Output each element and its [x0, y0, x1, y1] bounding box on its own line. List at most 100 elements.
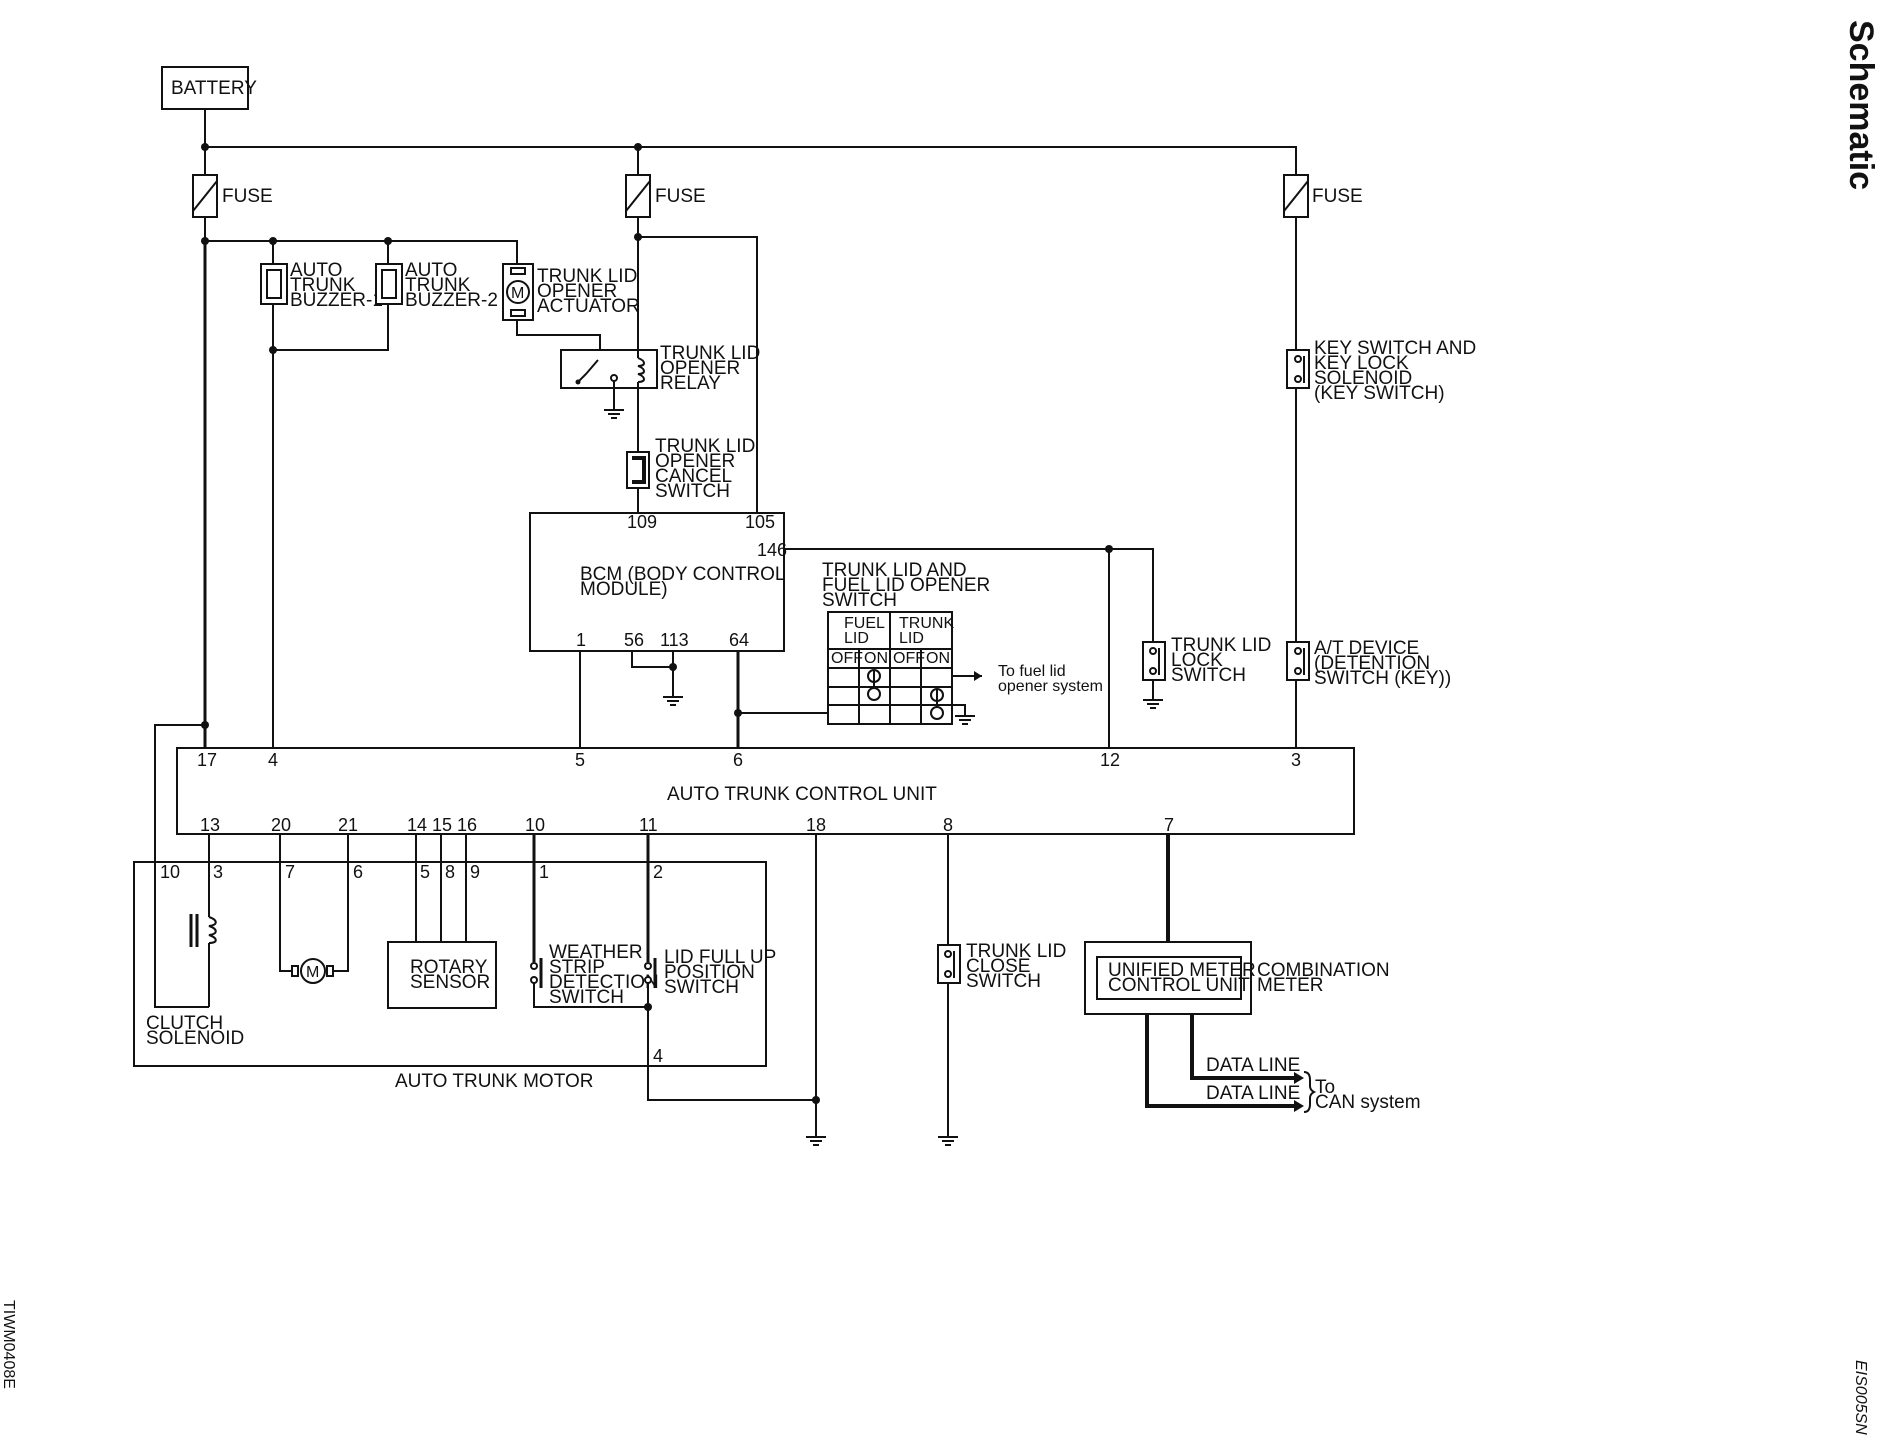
bcm-pin-64: 64	[729, 630, 749, 650]
left-bus	[203, 240, 601, 748]
meter-unit-box	[1096, 956, 1242, 1000]
fuse-2	[625, 174, 651, 218]
motor-box	[133, 861, 767, 1067]
cu-pin-21: 21	[338, 815, 358, 835]
svg-text:M: M	[306, 964, 319, 981]
fuse-1	[192, 174, 218, 218]
cu-pin-16: 16	[457, 815, 477, 835]
clutch-label: CLUTCH SOLENOID	[146, 1013, 244, 1049]
lid-full-up-label: LID FULL UP POSITION SWITCH	[664, 947, 781, 998]
motor-pin-8: 8	[445, 862, 455, 882]
key-switch-icon	[1286, 349, 1310, 389]
fuse-3-label: FUSE	[1312, 186, 1363, 207]
cu-pin-13: 13	[200, 815, 220, 835]
bcm-pin-105: 105	[745, 512, 775, 532]
cu-pin-7: 7	[1164, 815, 1174, 835]
cu-pin-8: 8	[943, 815, 953, 835]
opener-state-off-2: OFF	[893, 650, 925, 667]
meter-label: COMBINATION METER	[1257, 960, 1395, 996]
motor-pin-2: 2	[653, 862, 663, 882]
cu-pin-12: 12	[1100, 750, 1120, 770]
cu-pin-5: 5	[575, 750, 585, 770]
cu-pin-3: 3	[1291, 750, 1301, 770]
motor-pin-10: 10	[160, 862, 180, 882]
cancel-switch-label: TRUNK LID OPENER CANCEL SWITCH	[655, 436, 761, 502]
bcm-pin-109: 109	[627, 512, 657, 532]
motor-pin-5: 5	[420, 862, 430, 882]
cancel-switch-icon	[626, 451, 650, 489]
motor-pin-1: 1	[539, 862, 549, 882]
motor-pin-6: 6	[353, 862, 363, 882]
motor-pin-9: 9	[470, 862, 480, 882]
buzzer-1-label: AUTO TRUNK BUZZER-1	[290, 260, 383, 311]
motor-pin-4: 4	[653, 1046, 663, 1066]
opener-switch-table	[827, 611, 982, 725]
actuator-motor-icon: M	[502, 263, 534, 321]
data-line-2: DATA LINE	[1206, 1083, 1300, 1104]
opener-switch-title: TRUNK LID AND FUEL LID OPENER SWITCH	[822, 560, 996, 611]
lock-switch-label: TRUNK LID LOCK SWITCH	[1171, 635, 1277, 686]
svg-text:M: M	[511, 285, 524, 302]
rotary-sensor-box	[387, 941, 497, 1009]
bcm-box	[529, 512, 785, 652]
relay-icon	[560, 349, 658, 419]
clutch-solenoid-icon	[189, 914, 217, 947]
buzzer-2-icon	[375, 263, 403, 305]
cu-pin-10: 10	[525, 815, 545, 835]
lock-switch-icon	[1142, 641, 1166, 709]
bcm-pin-113: 113	[660, 630, 689, 650]
motor-pin-3: 3	[213, 862, 223, 882]
cu-pin-6: 6	[733, 750, 743, 770]
bcm-label: BCM (BODY CONTROL MODULE)	[580, 564, 790, 600]
at-device-label: A/T DEVICE (DETENTION SWITCH (KEY))	[1314, 638, 1451, 689]
to-can-label: To CAN system	[1315, 1077, 1421, 1113]
relay-label: TRUNK LID OPENER RELAY	[660, 343, 766, 394]
control-unit-label: AUTO TRUNK CONTROL UNIT	[667, 784, 937, 805]
data-lines	[1145, 1014, 1317, 1113]
cu-pin-18: 18	[806, 815, 826, 835]
cu-pin-11: 11	[639, 815, 658, 835]
power-wires	[204, 109, 1297, 350]
control-unit-box	[176, 747, 1355, 835]
bcm-wires	[579, 548, 1154, 748]
opener-col-fuel: FUEL LID	[844, 615, 889, 647]
motor-wires	[208, 834, 958, 1146]
battery-label: BATTERY	[171, 78, 257, 99]
bcm-pin-146: 146	[757, 540, 787, 560]
actuator-label: TRUNK LID OPENER ACTUATOR	[537, 266, 643, 317]
data-line-1: DATA LINE	[1206, 1055, 1300, 1076]
bcm-pin-1: 1	[576, 630, 586, 650]
fuse-2-label: FUSE	[655, 186, 706, 207]
key-switch-label: KEY SWITCH AND KEY LOCK SOLENOID (KEY SW…	[1314, 338, 1482, 404]
close-switch-icon	[937, 944, 961, 984]
opener-note: To fuel lid opener system	[998, 663, 1103, 695]
close-switch-label: TRUNK LID CLOSE SWITCH	[966, 941, 1072, 992]
motor-label: AUTO TRUNK MOTOR	[395, 1071, 593, 1092]
weather-switch-label: WEATHER STRIP DETECTION SWITCH	[549, 942, 664, 1008]
fuse-1-label: FUSE	[222, 186, 273, 207]
cu-pin-15: 15	[432, 815, 452, 835]
motor-pin-7: 7	[285, 862, 295, 882]
side-code-right: EIS005SN	[1852, 1360, 1869, 1435]
fuse-3	[1283, 174, 1309, 218]
cu-pin-14: 14	[407, 815, 427, 835]
buzzer-1-icon	[260, 263, 288, 305]
motor-icon: M	[291, 958, 334, 984]
lid-full-up-switch-icon	[644, 958, 657, 988]
cu-pin-20: 20	[271, 815, 291, 835]
opener-state-off-1: OFF	[831, 650, 863, 667]
rotary-sensor-label: ROTARY SENSOR	[410, 957, 492, 993]
meter-unit-label: UNIFIED METER CONTROL UNIT	[1108, 960, 1261, 996]
side-code-left: TIWM0408E	[0, 1300, 17, 1389]
battery-box	[161, 66, 249, 110]
buzzer-2-label: AUTO TRUNK BUZZER-2	[405, 260, 498, 311]
weather-switch-icon	[530, 958, 543, 988]
bcm-pin-56: 56	[624, 630, 644, 650]
opener-col-trunk: TRUNK LID	[899, 615, 959, 647]
cu-pin-4: 4	[268, 750, 278, 770]
page-title: Schematic	[1842, 20, 1880, 190]
at-device-icon	[1286, 641, 1310, 681]
cu-pin-17: 17	[197, 750, 217, 770]
opener-state-on-2: ON	[926, 650, 950, 667]
